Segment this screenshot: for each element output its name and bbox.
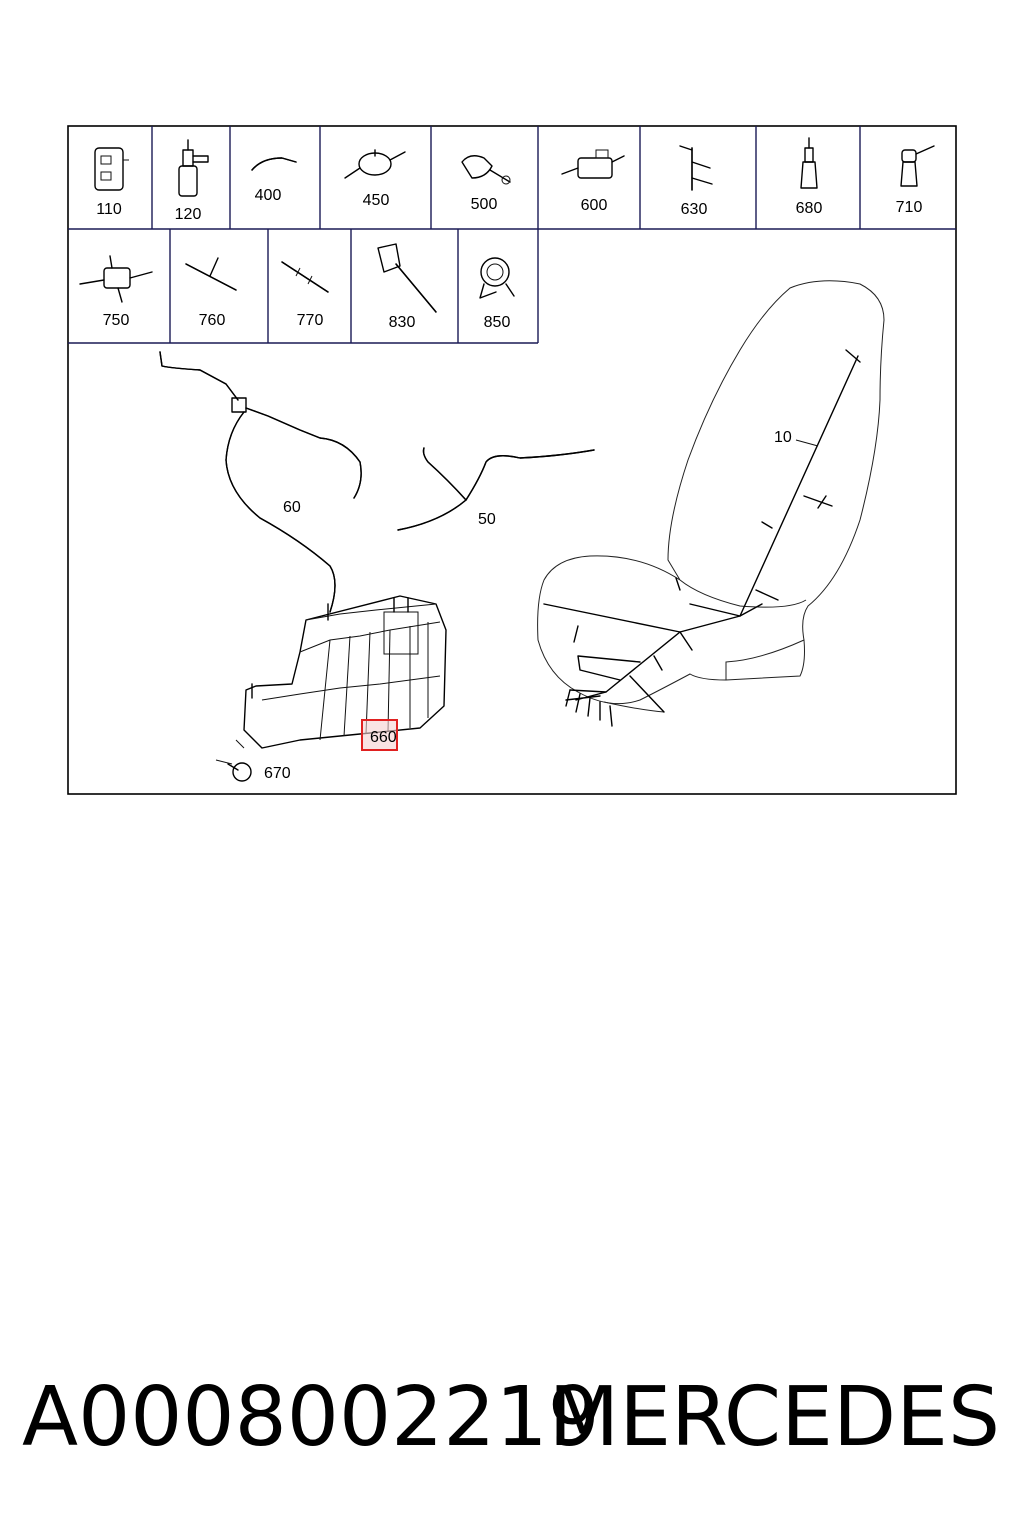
angled-fitting-icon [900, 145, 935, 187]
callout-50: 50 [478, 511, 496, 528]
air-tank-660 [243, 595, 447, 749]
straight-connector-icon [281, 261, 329, 293]
part-label-850: 850 [484, 314, 511, 331]
parts-diagram: 110 120 400 450 500 [67, 125, 957, 795]
connector-block-icon [94, 147, 129, 191]
callout-660: 660 [370, 729, 397, 746]
clip-connector-icon [461, 155, 511, 185]
hose-line-60 [159, 351, 362, 613]
part-cell-500[interactable]: 500 [461, 155, 511, 213]
multi-connector-icon [79, 255, 153, 303]
part-cell-450[interactable]: 450 [344, 149, 406, 209]
parts-grid [68, 126, 956, 344]
part-cell-630[interactable]: 630 [679, 145, 713, 218]
part-cell-710[interactable]: 710 [896, 145, 935, 216]
part-label-630: 630 [681, 201, 708, 218]
part-label-450: 450 [363, 192, 390, 209]
pump-icon [178, 139, 209, 197]
part-cell-110[interactable]: 110 [94, 147, 129, 218]
angled-nozzle-icon [377, 243, 437, 313]
wiring-harness-10 [543, 349, 861, 727]
highlight-box-660[interactable] [361, 719, 398, 751]
footer: A0008002219 MERCEDES [0, 1370, 1024, 1480]
part-label-710: 710 [896, 199, 923, 216]
part-label-600: 600 [581, 197, 608, 214]
diagram-frame [67, 125, 957, 795]
screw-670 [215, 739, 252, 782]
part-cell-830[interactable]: 830 [377, 243, 437, 331]
part-label-110: 110 [96, 201, 122, 218]
callout-10: 10 [774, 429, 792, 446]
tee-fitting-icon [185, 257, 237, 291]
part-number: A0008002219 [22, 1370, 600, 1465]
part-cell-400[interactable]: 400 [251, 157, 297, 204]
t-connector-icon [679, 145, 713, 191]
part-label-400: 400 [255, 187, 282, 204]
part-label-830: 830 [389, 314, 416, 331]
solenoid-valve-icon [561, 149, 625, 179]
part-label-500: 500 [471, 196, 498, 213]
part-cell-750[interactable]: 750 [79, 255, 153, 329]
part-label-120: 120 [175, 206, 202, 223]
elbow-hose-icon [251, 157, 297, 171]
brand-name: MERCEDES [548, 1370, 1000, 1465]
callout-60: 60 [283, 499, 301, 516]
part-label-680: 680 [796, 200, 823, 217]
hose-line-50 [397, 447, 595, 531]
part-label-760: 760 [199, 312, 226, 329]
part-label-750: 750 [103, 312, 130, 329]
part-cell-680[interactable]: 680 [796, 137, 823, 217]
part-cell-770[interactable]: 770 [281, 261, 329, 329]
part-cell-600[interactable]: 600 [561, 149, 625, 214]
callout-670: 670 [264, 765, 291, 782]
part-cell-760[interactable]: 760 [185, 257, 237, 329]
part-cell-850[interactable]: 850 [479, 257, 515, 331]
valve-icon [344, 149, 406, 179]
part-cell-120[interactable]: 120 [175, 139, 209, 223]
part-label-770: 770 [297, 312, 324, 329]
straight-fitting-icon [800, 137, 818, 189]
hose-clamp-icon [479, 257, 515, 299]
seat-outline [537, 280, 885, 713]
